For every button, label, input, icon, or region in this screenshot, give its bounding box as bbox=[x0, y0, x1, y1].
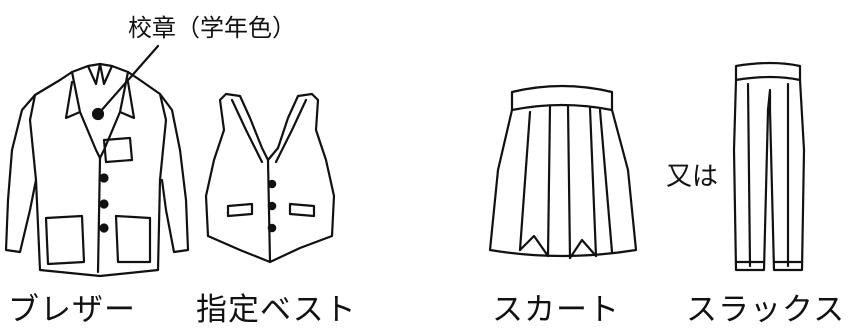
vest-drawing bbox=[204, 92, 336, 264]
or-connector-label: 又は bbox=[666, 162, 719, 192]
skirt-label: スカート bbox=[492, 292, 620, 328]
vest-label: 指定ベスト bbox=[196, 292, 357, 328]
blazer-drawing bbox=[4, 62, 190, 278]
blazer-label: ブレザー bbox=[8, 292, 136, 328]
slacks-drawing bbox=[732, 61, 806, 272]
slacks-label: スラックス bbox=[686, 292, 846, 328]
school-badge-callout: 校章（学年色） bbox=[128, 14, 296, 42]
callout-leader-line bbox=[98, 44, 160, 114]
skirt-drawing bbox=[488, 84, 638, 260]
